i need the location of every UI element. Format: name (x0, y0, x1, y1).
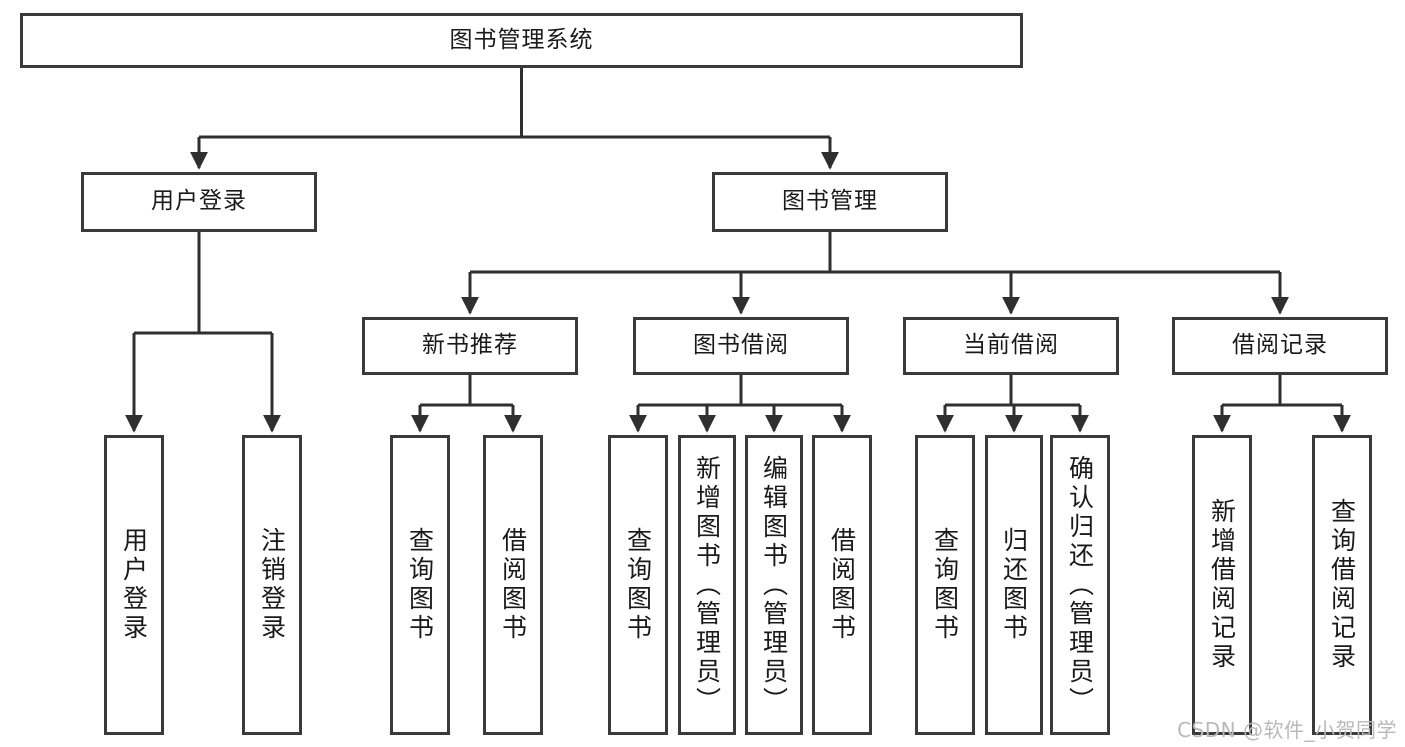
leaf-borrow-book-recommend-label: 借阅图书 (498, 527, 528, 643)
node-borrow-record-label: 借阅记录 (1232, 332, 1328, 359)
node-current-borrow-label: 当前借阅 (963, 332, 1059, 359)
leaf-edit-book-admin-label: 编辑图书（管理员） (759, 454, 789, 716)
node-user-login-label: 用户登录 (151, 188, 247, 215)
node-user-login[interactable]: 用户登录 (81, 172, 317, 232)
leaf-query-book-recommend-label: 查询图书 (405, 527, 435, 643)
leaf-edit-book-admin[interactable]: 编辑图书（管理员） (745, 435, 803, 735)
leaf-query-book-borrow-label: 查询图书 (623, 527, 653, 643)
node-current-borrow[interactable]: 当前借阅 (903, 317, 1119, 375)
leaf-logout-label: 注销登录 (257, 527, 287, 643)
leaf-user-login-label: 用户登录 (119, 527, 149, 643)
leaf-logout[interactable]: 注销登录 (242, 435, 302, 735)
node-book-borrow-label: 图书借阅 (693, 332, 789, 359)
node-book-management-label: 图书管理 (782, 188, 878, 215)
node-book-borrow[interactable]: 图书借阅 (633, 317, 849, 375)
leaf-borrow-book[interactable]: 借阅图书 (812, 435, 872, 735)
node-root-label: 图书管理系统 (449, 26, 594, 53)
leaf-add-book-admin-label: 新增图书（管理员） (692, 454, 722, 716)
leaf-confirm-return-admin-label: 确认归还（管理员） (1065, 454, 1095, 716)
leaf-user-login[interactable]: 用户登录 (104, 435, 164, 735)
leaf-query-book-borrow[interactable]: 查询图书 (608, 435, 668, 735)
leaf-query-borrow-record-label: 查询借阅记录 (1327, 498, 1357, 672)
leaf-borrow-book-recommend[interactable]: 借阅图书 (483, 435, 543, 735)
leaf-add-book-admin[interactable]: 新增图书（管理员） (678, 435, 736, 735)
node-new-book-recommend[interactable]: 新书推荐 (362, 317, 578, 375)
leaf-add-borrow-record[interactable]: 新增借阅记录 (1192, 435, 1252, 735)
node-root[interactable]: 图书管理系统 (20, 13, 1023, 68)
leaf-borrow-book-label: 借阅图书 (827, 527, 857, 643)
leaf-return-book-label: 归还图书 (999, 527, 1029, 643)
leaf-query-book-current-label: 查询图书 (930, 527, 960, 643)
leaf-query-book-recommend[interactable]: 查询图书 (390, 435, 450, 735)
node-new-book-recommend-label: 新书推荐 (422, 332, 518, 359)
node-book-management[interactable]: 图书管理 (712, 172, 948, 232)
leaf-return-book[interactable]: 归还图书 (985, 435, 1043, 735)
leaf-confirm-return-admin[interactable]: 确认归还（管理员） (1050, 435, 1110, 735)
leaf-query-book-current[interactable]: 查询图书 (915, 435, 975, 735)
leaf-add-borrow-record-label: 新增借阅记录 (1207, 498, 1237, 672)
watermark: CSDN @软件_小贺同学 (1177, 718, 1397, 742)
node-borrow-record[interactable]: 借阅记录 (1172, 317, 1388, 375)
leaf-query-borrow-record[interactable]: 查询借阅记录 (1312, 435, 1372, 735)
